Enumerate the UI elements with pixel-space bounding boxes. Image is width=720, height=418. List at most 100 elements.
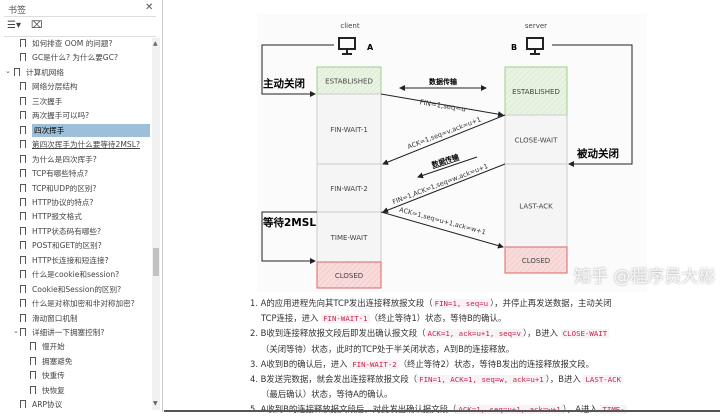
bookmark-item[interactable]: 滑动窗口机制	[20, 312, 78, 325]
close-icon[interactable]: ✕	[145, 2, 154, 13]
bookmark-item[interactable]: 拥塞避免	[30, 355, 72, 368]
data-transfer-label: 数据传输	[429, 77, 458, 86]
ack-arrow	[382, 114, 506, 165]
bookmark-item[interactable]: POST和GET的区别?	[20, 239, 102, 252]
bookmark-item[interactable]: TCP和UDP的区别?	[20, 182, 96, 195]
bookmark-icon	[30, 371, 36, 380]
divider	[4, 36, 156, 37]
step-2: 2. B收到连接释放报文段后即发出确认报文段（ACK=1, ack=u+1, s…	[250, 328, 610, 339]
bookmark-item[interactable]: Cookie和Session的区别?	[20, 283, 121, 296]
state-box	[504, 66, 568, 116]
state-label: ESTABLISHED	[325, 78, 373, 86]
tcp-four-way-handshake-diagram: client server A B ESTABLISHEDFIN-WAIT-1F…	[261, 22, 633, 289]
bookmark-item[interactable]: 四次挥手	[20, 123, 150, 137]
state-label: LAST-ACK	[519, 203, 553, 211]
bookmark-label: 什么是对称加密和非对称加密?	[32, 299, 135, 309]
passive-close-label: 被动关闭	[577, 147, 619, 160]
bookmark-item[interactable]: 两次握手可以吗?	[20, 109, 89, 122]
bookmark-item[interactable]: GC是什么? 为什么要GC?	[20, 51, 118, 64]
bookmark-item[interactable]: 如何排查 OOM 的问题?	[20, 37, 113, 50]
bookmark-label: HTTP状态码有哪些?	[32, 226, 102, 236]
bookmark-item[interactable]: 快重传	[30, 369, 65, 382]
state-box	[316, 66, 382, 95]
state-box	[504, 246, 568, 274]
state-box	[316, 261, 382, 289]
bookmark-item[interactable]: HTTP状态码有哪些?	[20, 225, 101, 238]
bookmark-search-icon[interactable]: ⌧	[31, 20, 43, 31]
bookmark-item[interactable]: 计算机网络	[14, 66, 64, 79]
scroll-down-icon[interactable]: ▼	[153, 400, 158, 407]
host-b-label: B	[511, 43, 517, 52]
bookmark-icon	[20, 125, 26, 134]
bookmark-icon	[30, 356, 36, 365]
bookmark-item[interactable]: 快恢复	[30, 384, 65, 397]
bookmark-item[interactable]: ARP协议	[20, 398, 62, 411]
bookmark-item[interactable]: 详细讲一下拥塞控制?	[20, 326, 104, 339]
scrollbar[interactable]: ▲ ▼	[152, 38, 160, 410]
bookmark-label: 为什么是四次挥手?	[32, 154, 97, 164]
scrollbar-thumb[interactable]	[153, 248, 159, 276]
bookmark-label: 计算机网络	[26, 67, 64, 77]
bookmark-item[interactable]: HTTP报文格式	[20, 210, 82, 223]
bookmarks-panel: 书签 ✕ ☰▾ ⌧ 如何排查 OOM 的问题? GC是什么? 为什么要GC? 计算机…	[0, 0, 163, 412]
bookmark-item[interactable]: 什么是cookie和session?	[20, 268, 119, 281]
bookmark-item[interactable]: 为什么是四次挥手?	[20, 153, 97, 166]
bottom-border	[164, 410, 720, 412]
bookmark-item[interactable]: 什么是对称加密和非对称加密?	[20, 297, 135, 310]
bookmark-label: 如何排查 OOM 的问题?	[32, 39, 113, 48]
bookmark-icon	[14, 67, 20, 76]
state-label: ESTABLISHED	[512, 88, 560, 96]
bookmark-label: 网络分层结构	[32, 82, 78, 92]
bookmark-item[interactable]: HTTP协议的特点?	[20, 196, 93, 209]
server-monitor-icon	[526, 37, 544, 55]
bookmark-icon	[20, 313, 26, 322]
host-a-label: A	[367, 43, 374, 52]
state-box	[316, 211, 382, 263]
bookmark-label: 什么是cookie和session?	[32, 270, 120, 280]
bookmark-label: HTTP协议的特点?	[32, 197, 94, 207]
bookmark-icon	[20, 82, 26, 91]
divider	[4, 16, 156, 17]
bookmark-label: TCP和UDP的区别?	[32, 183, 97, 193]
bookmark-label: 详细讲一下拥塞控制?	[32, 328, 105, 337]
bookmark-label: HTTP长连接和短连接?	[32, 255, 109, 265]
bookmark-item[interactable]: HTTP长连接和短连接?	[20, 254, 109, 267]
bookmark-icon	[20, 53, 26, 62]
bookmark-label: 四次挥手	[32, 123, 150, 137]
bookmark-label: HTTP报文格式	[32, 212, 82, 222]
bookmark-item[interactable]: 第四次挥手为什么要等待2MSL?	[20, 138, 140, 151]
bookmark-label: 三次握手	[32, 96, 63, 106]
bookmark-label: POST和GET的区别?	[32, 241, 102, 251]
bookmark-icon	[20, 111, 26, 120]
state-label: TIME-WAIT	[330, 234, 368, 242]
bookmark-icon	[20, 255, 26, 264]
bookmark-item[interactable]: 三次握手	[20, 95, 62, 108]
step-3: 3. A收到B的确认后，进入 FIN-WAIT-2（终止等待2）状态，等待B发出…	[250, 358, 595, 369]
bookmark-item[interactable]: TCP有哪些特点?	[20, 167, 88, 180]
data-transfer-arrow-2	[417, 156, 478, 179]
active-close-line	[261, 44, 334, 97]
bookmark-label: TCP有哪些特点?	[32, 169, 89, 179]
bookmark-icon	[20, 39, 26, 47]
panel-title: 书签	[8, 6, 27, 16]
step-5: 5. A收到B的连接释放报文段后，对此发出确认报文段（ACK=1, seq=u+…	[250, 402, 720, 417]
bookmark-item[interactable]: 网络分层结构	[20, 80, 78, 93]
expand-chevron-icon[interactable]: ⌄	[5, 66, 11, 75]
state-label: CLOSE-WAIT	[515, 137, 559, 145]
bookmark-item[interactable]: 慢开始	[30, 340, 65, 353]
bookmark-icon	[20, 328, 26, 336]
expand-chevron-icon[interactable]: ⌄	[13, 327, 19, 335]
options-menu-icon[interactable]: ☰▾	[7, 20, 21, 31]
bookmark-icon	[20, 270, 26, 279]
scroll-up-icon[interactable]: ▲	[153, 40, 158, 47]
bookmark-icon	[20, 197, 26, 206]
final-ack-arrow	[380, 211, 504, 249]
bookmark-label: 慢开始	[42, 342, 65, 352]
passive-close-line	[552, 44, 633, 167]
server-label: server	[525, 22, 547, 30]
state-box	[316, 93, 382, 165]
state-box	[504, 114, 568, 165]
bookmark-label: 快重传	[42, 371, 65, 381]
steps-list: 1. A的应用进程先向其TCP发出连接释放报文段（FIN=1, seq=u），并…	[250, 296, 720, 418]
state-label: FIN-WAIT-2	[330, 185, 368, 193]
